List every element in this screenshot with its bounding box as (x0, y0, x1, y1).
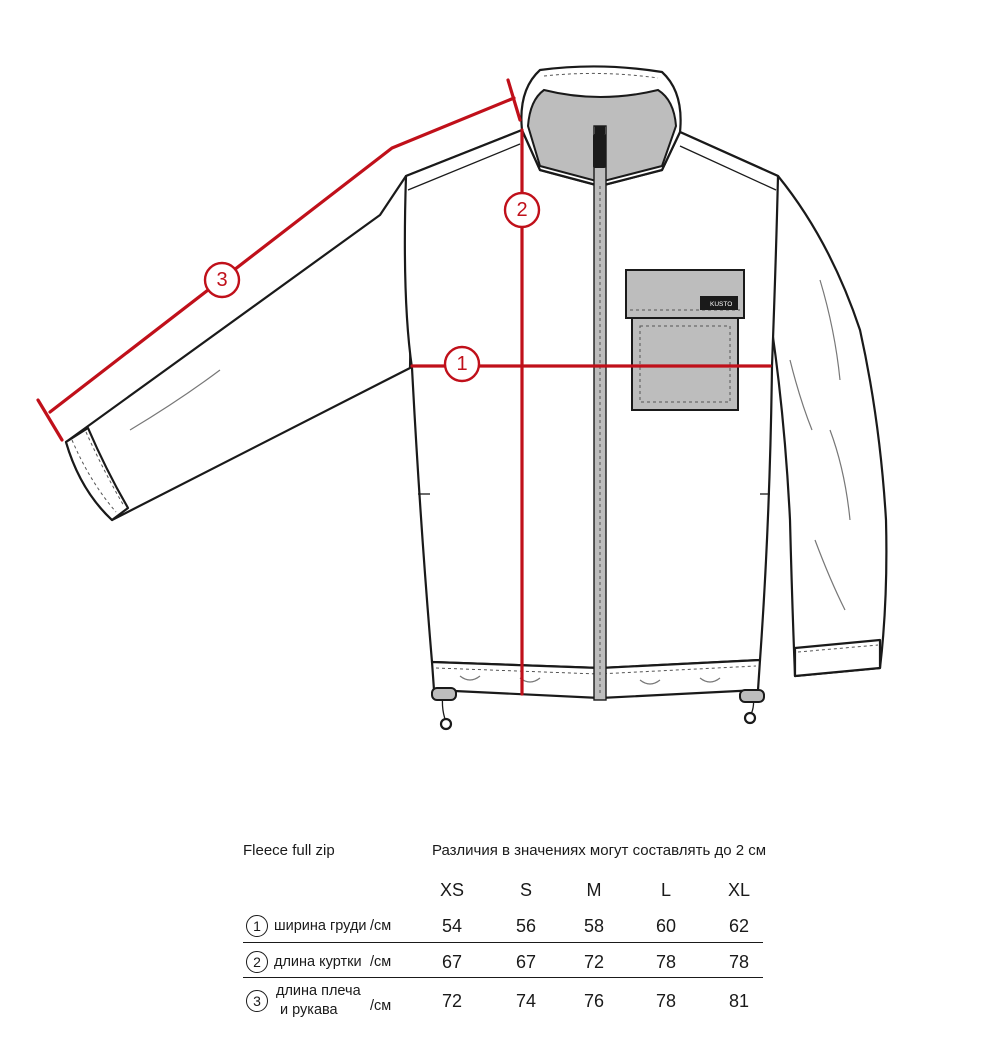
brand-label (700, 296, 738, 310)
row-2-l: 78 (655, 952, 677, 972)
row-2-label: длина куртки (274, 954, 362, 970)
left-cuff (64, 426, 130, 522)
measure-line-3: 3 (36, 78, 522, 442)
right-sleeve (678, 130, 888, 678)
row-3-label-line2: и рукава (280, 1002, 338, 1018)
svg-text:3: 3 (216, 269, 227, 291)
svg-text:1: 1 (456, 353, 467, 375)
size-header-m: M (586, 880, 602, 900)
svg-text:2: 2 (516, 199, 527, 221)
row-2-xl: 78 (728, 952, 750, 972)
left-drawcord (431, 687, 457, 731)
measure-line-1: 1 (410, 345, 772, 383)
chest-pocket: KUSTO (625, 269, 745, 411)
zipper-pull (593, 134, 606, 168)
row-3-m: 76 (583, 991, 605, 1011)
row-2-number: 2 (246, 951, 268, 973)
row-3-label: длина плеча (276, 983, 361, 999)
row-3-s: 74 (515, 991, 537, 1011)
size-header-xs: XS (439, 880, 464, 900)
size-header-l: L (660, 880, 671, 900)
row-1-m: 58 (583, 916, 605, 936)
row-1-xl: 62 (728, 916, 750, 936)
row-divider (243, 977, 763, 978)
row-3-l: 78 (655, 991, 677, 1011)
row-1-label: ширина груди (274, 918, 367, 934)
product-name: Fleece full zip (243, 842, 335, 859)
row-2-unit: /см (370, 954, 392, 970)
jacket-diagram: KUSTO 1 2 3 (36, 65, 888, 731)
row-1-xs: 54 (441, 916, 463, 936)
row-3-xs: 72 (441, 991, 463, 1011)
row-3-unit: /см (370, 998, 392, 1014)
row-2-xs: 67 (441, 952, 463, 972)
measure-line-2: 2 (503, 128, 541, 696)
size-header-s: S (519, 880, 532, 900)
row-2-s: 67 (515, 952, 537, 972)
row-1-l: 60 (655, 916, 677, 936)
row-1-number: 1 (246, 915, 268, 937)
tolerance-note: Различия в значениях могут составлять до… (432, 842, 767, 859)
row-3-number: 3 (246, 990, 268, 1012)
size-header-xl: XL (727, 880, 751, 900)
row-1-unit: /см (370, 918, 392, 934)
right-cuff (793, 638, 882, 678)
row-divider (243, 942, 763, 943)
right-drawcord (739, 689, 765, 725)
size-table: Fleece full zip Различия в значениях мог… (0, 800, 1000, 1061)
row-3-xl: 81 (728, 991, 750, 1011)
row-2-m: 72 (583, 952, 605, 972)
brand-tag-text: KUSTO (710, 301, 732, 308)
row-1-s: 56 (515, 916, 537, 936)
